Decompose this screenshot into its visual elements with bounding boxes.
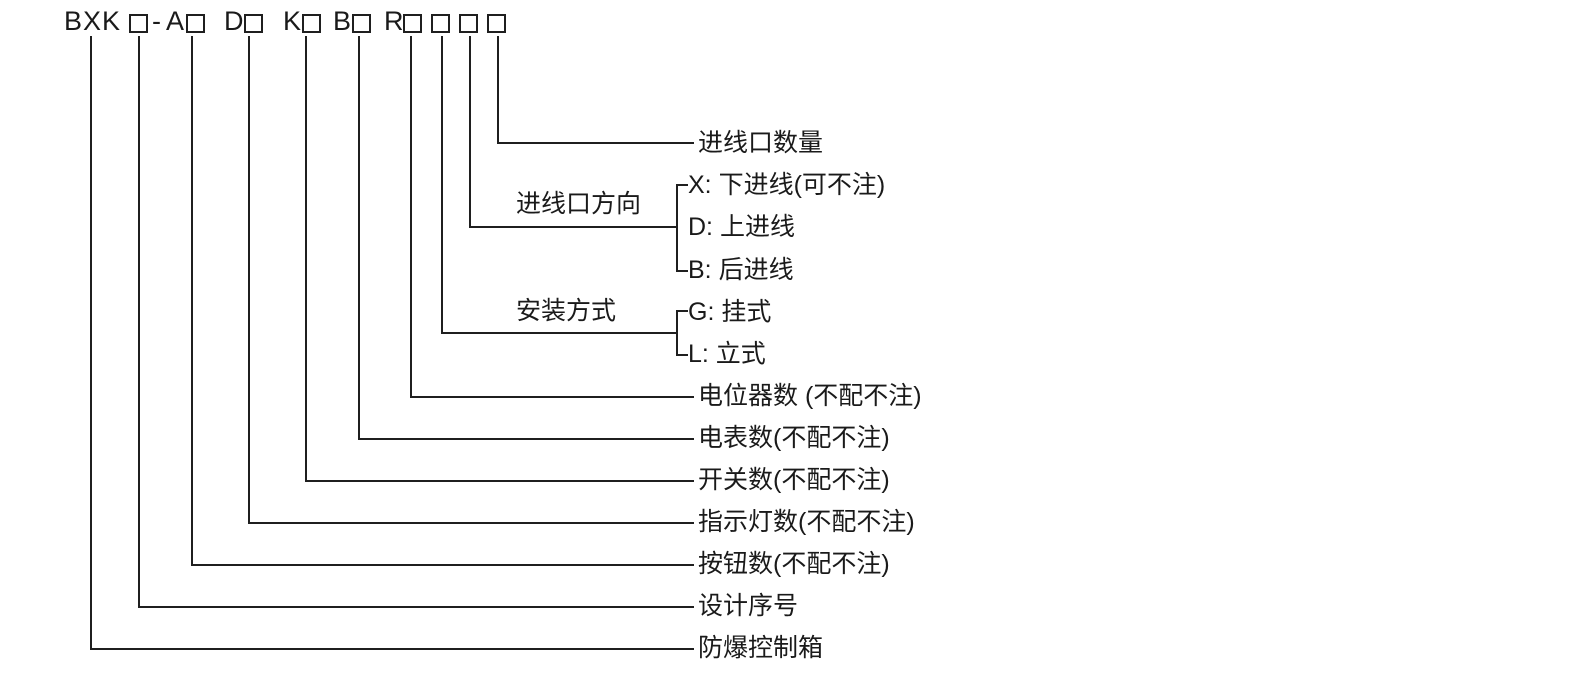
leader-inlet-direction: [469, 226, 677, 228]
label-design-serial: 设计序号: [698, 592, 799, 620]
drop-line-product: [90, 36, 92, 650]
label-indicator-count: 指示灯数(不配不注): [698, 508, 915, 536]
drop-line-meter-count: [358, 36, 360, 440]
drop-line-inlet-direction: [469, 36, 471, 228]
label-potentiometer-count: 电位器数 (不配不注): [698, 382, 922, 410]
drop-line-button-count: [191, 36, 193, 566]
code-letter-d: D: [224, 6, 245, 36]
code-prefix: BXK: [64, 6, 122, 36]
code-box-meter: [352, 14, 371, 33]
label-mounting-option-g: G: 挂式: [688, 298, 772, 326]
code-box-potentiometer: [403, 14, 422, 33]
drop-line-mounting: [441, 36, 443, 334]
bracket-tick-mounting-g: [676, 310, 688, 312]
drop-line-design-serial: [138, 36, 140, 608]
label-switch-count: 开关数(不配不注): [698, 466, 890, 494]
bracket-inlet-direction: [676, 184, 678, 272]
bracket-mounting: [676, 310, 678, 356]
leader-mounting: [441, 332, 677, 334]
code-box-indicator: [244, 14, 263, 33]
code-letter-k: K: [283, 6, 303, 36]
code-dash: -: [152, 6, 162, 36]
code-letter-a: A: [166, 6, 186, 36]
label-inlet-option-b: B: 后进线: [688, 256, 794, 284]
leader-potentiometer: [410, 396, 694, 398]
label-meter-count: 电表数(不配不注): [698, 424, 890, 452]
label-inlet-direction-group: 进线口方向: [516, 190, 642, 218]
code-box-switch: [302, 14, 321, 33]
label-mounting-group: 安装方式: [516, 297, 617, 325]
label-mounting-option-l: L: 立式: [688, 340, 766, 368]
bracket-tick-mounting-l: [676, 354, 688, 356]
label-inlet-count: 进线口数量: [698, 129, 824, 157]
bracket-tick-inlet-b: [676, 270, 688, 272]
leader-meter-count: [358, 438, 694, 440]
drop-line-potentiometer: [410, 36, 412, 398]
leader-inlet-count: [497, 142, 694, 144]
code-box-button: [186, 14, 205, 33]
leader-button-count: [191, 564, 694, 566]
code-box-inlet-direction: [459, 14, 478, 33]
drop-line-indicator-count: [248, 36, 250, 524]
bracket-tick-inlet-x: [676, 184, 688, 186]
leader-switch-count: [305, 480, 694, 482]
drop-line-switch-count: [305, 36, 307, 482]
label-inlet-option-x: X: 下进线(可不注): [688, 171, 886, 199]
leader-design-serial: [138, 606, 694, 608]
drop-line-inlet-count: [497, 36, 499, 144]
leader-product: [90, 648, 694, 650]
code-box-design: [129, 14, 148, 33]
label-button-count: 按钮数(不配不注): [698, 550, 890, 578]
label-inlet-option-d: D: 上进线: [688, 213, 795, 241]
label-product-name: 防爆控制箱: [698, 634, 824, 662]
code-box-mounting: [431, 14, 450, 33]
code-letter-b: B: [333, 6, 353, 36]
code-letter-r: R: [384, 6, 405, 36]
leader-indicator-count: [248, 522, 694, 524]
code-box-inlet-count: [487, 14, 506, 33]
